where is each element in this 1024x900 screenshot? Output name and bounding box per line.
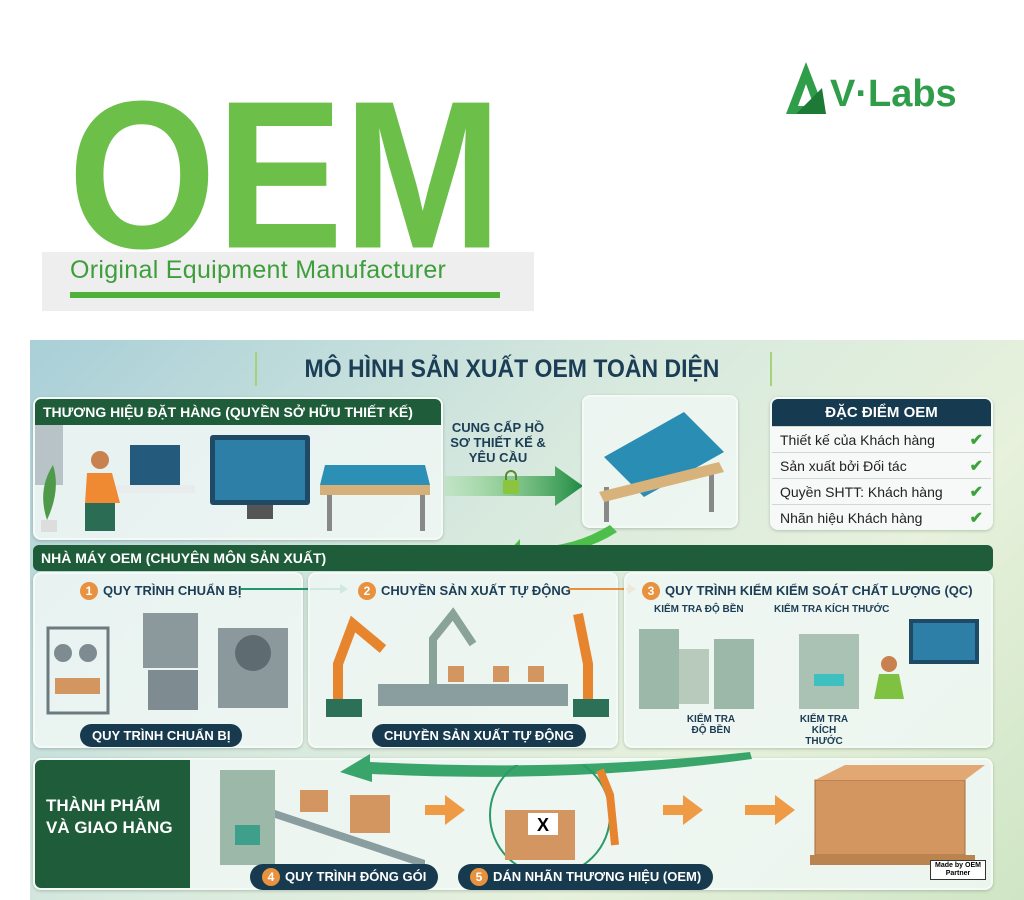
check-icon: ✔ <box>969 509 983 527</box>
title-divider <box>770 352 772 386</box>
feature-row: Quyền SHTT: Khách hàng ✔ <box>772 478 991 504</box>
feature-label: Quyền SHTT: Khách hàng <box>780 483 943 500</box>
step-1-caption: QUY TRÌNH CHUẨN BỊ <box>80 724 243 747</box>
oem-title-text: OEM <box>68 58 502 255</box>
qc-label: KIỂM TRA ĐỘ BỀN <box>686 714 736 736</box>
oem-title: OEM <box>68 58 502 255</box>
factory-header: NHÀ MÁY OEM (CHUYÊN MÔN SẢN XUẤT) <box>33 545 993 571</box>
step-2-caption: CHUYỀN SẢN XUẤT TỰ ĐỘNG <box>372 724 586 747</box>
check-icon: ✔ <box>969 431 983 449</box>
features-box: ĐẶC ĐIỂM OEM Thiết kế của Khách hàng✔Sản… <box>770 397 993 530</box>
blueprint-card <box>582 395 738 528</box>
check-icon: ✔ <box>969 457 983 475</box>
subtitle-underline <box>70 292 500 298</box>
features-list: Thiết kế của Khách hàng✔Sản xuất bởi Đối… <box>772 426 991 530</box>
brand-section: THƯƠNG HIỆU ĐẶT HÀNG (QUYỀN SỞ HỮU THIẾT… <box>33 397 443 540</box>
feature-row: Nhãn hiệu Khách hàng ✔ <box>772 504 991 530</box>
feature-label: Nhãn hiệu Khách hàng <box>780 509 923 526</box>
logo-text: V·Labs <box>830 73 957 115</box>
design-transfer-label: CUNG CẤP HỒ SƠ THIẾT KẾ & YÊU CẦU <box>450 420 546 465</box>
flow-arrow <box>340 752 752 782</box>
title-divider <box>255 352 257 386</box>
designer-illustration <box>35 425 430 532</box>
feature-row: Sản xuất bởi Đối tác ✔ <box>772 452 991 478</box>
design-transfer-arrow <box>445 466 583 506</box>
qc-label: KIỂM TRA ĐỘ BỀN <box>654 604 744 615</box>
qc-illustration <box>639 619 979 709</box>
infographic-title: MÔ HÌNH SẢN XUẤT OEM TOÀN DIỆN <box>304 355 720 383</box>
qc-label: KIỂM TRA KÍCH THƯỚC <box>799 714 849 747</box>
features-header: ĐẶC ĐIỂM OEM <box>772 399 991 426</box>
feature-label: Thiết kế của Khách hàng <box>780 431 935 448</box>
check-icon: ✔ <box>969 483 983 501</box>
delivery-header: THÀNH PHẨM VÀ GIAO HÀNG <box>46 796 173 837</box>
oem-partner-stamp: Made by OEM Partner <box>930 860 986 880</box>
delivery-label-block <box>35 760 190 888</box>
molds-illustration <box>46 613 288 715</box>
box-mark: X <box>537 815 549 835</box>
lock-icon <box>503 470 519 494</box>
feature-label: Sản xuất bởi Đối tác <box>780 457 907 474</box>
packaging-illustration: X <box>220 765 985 870</box>
robot-line-illustration <box>326 607 609 717</box>
vlabs-logo: V·Labs <box>786 62 957 115</box>
brand-header: THƯƠNG HIỆU ĐẶT HÀNG (QUYỀN SỞ HỮU THIẾT… <box>35 399 441 425</box>
feature-row: Thiết kế của Khách hàng ✔ <box>772 426 991 452</box>
qc-label: KIỂM TRA KÍCH THƯỚC <box>774 604 890 615</box>
subtitle-band <box>42 252 534 311</box>
subtitle: Original Equipment Manufacturer <box>70 256 447 284</box>
blueprint-illustration <box>599 412 724 522</box>
